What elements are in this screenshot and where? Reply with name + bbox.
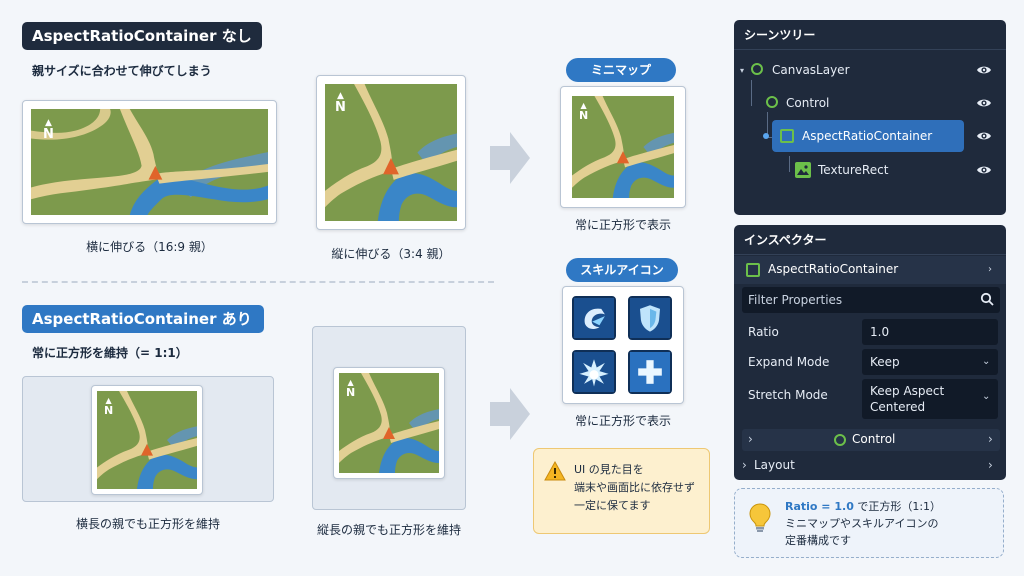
tip-text: Ratio = 1.0 で正方形（1:1） ミニマップやスキルアイコンの 定番構… <box>785 500 942 547</box>
minimap-caption: 常に正方形で表示 <box>574 218 671 232</box>
minimap-pill: ミニマップ <box>566 58 676 82</box>
caption-tall-keep: 縦長の親でも正方形を維持 <box>316 523 461 537</box>
expand-mode-label: Expand Mode <box>748 355 830 369</box>
without-container-subtitle: 親サイズに合わせて伸びてしまう <box>32 64 212 78</box>
chevron-right-icon: › <box>988 432 993 446</box>
scene-tree-title: シーンツリー <box>734 20 1006 50</box>
heal-skill-icon <box>628 350 672 394</box>
control-node-icon <box>834 434 846 446</box>
tree-node-aspectratiocontainer[interactable]: AspectRatioContainer <box>802 129 933 143</box>
tree-node-texturerect[interactable]: TextureRect <box>818 163 889 177</box>
visibility-eye-icon[interactable] <box>976 64 992 76</box>
expand-mode-value: Keep <box>870 355 900 369</box>
inspector-node-header[interactable]: AspectRatioContainer › <box>734 256 1006 284</box>
expand-mode-select[interactable]: Keep ⌄ <box>862 349 998 375</box>
inspector-panel: インスペクター AspectRatioContainer › Filter Pr… <box>734 225 1006 480</box>
section-divider <box>22 281 494 283</box>
north-indicator: ▲N <box>346 378 356 399</box>
tall-stretched-map <box>325 84 457 221</box>
square-container: ▲N <box>333 367 445 479</box>
chevron-right-icon: › <box>742 458 747 472</box>
stretch-mode-select[interactable]: Keep Aspect Centered ⌄ <box>862 379 998 419</box>
scene-tree-panel: シーンツリー ▾ CanvasLayer Control AspectRatio… <box>734 20 1006 215</box>
control-node-icon <box>766 96 778 108</box>
tip-note: Ratio = 1.0 で正方形（1:1） ミニマップやスキルアイコンの 定番構… <box>734 488 1004 558</box>
lightbulb-icon <box>749 503 771 532</box>
visibility-eye-icon[interactable] <box>976 164 992 176</box>
right-arrow-icon <box>490 132 530 184</box>
layout-section-label: Layout <box>754 458 795 472</box>
container-node-icon <box>780 129 794 143</box>
north-indicator: ▲N <box>43 118 54 142</box>
skill-frame <box>562 286 684 404</box>
chevron-right-icon: › <box>988 458 993 472</box>
minimap-map <box>572 96 674 198</box>
wide-parent-frame-keep: ▲N <box>22 376 274 502</box>
caption-wide-keep: 横長の親でも正方形を維持 <box>75 517 220 531</box>
tree-node-aspectratiocontainer-selected[interactable] <box>772 120 964 152</box>
caption-tall-parent: 縦に伸びる（3:4 親） <box>331 247 451 261</box>
visibility-eye-icon[interactable] <box>976 130 992 142</box>
control-section-header[interactable]: › Control › <box>742 429 1000 451</box>
shield-skill-icon <box>628 296 672 340</box>
selection-dot <box>763 133 769 139</box>
warning-icon <box>544 461 566 481</box>
chevron-right-icon: › <box>748 432 753 446</box>
square-map <box>97 391 197 489</box>
warning-text: UI の見た目を 端末や画面比に依存せず 一定に保てます <box>574 463 695 512</box>
square-container: ▲N <box>91 385 203 495</box>
layout-section-header[interactable]: › Layout › <box>734 455 1006 477</box>
north-indicator: ▲N <box>579 101 589 122</box>
visibility-eye-icon[interactable] <box>976 97 992 109</box>
warning-note: UI の見た目を 端末や画面比に依存せず 一定に保てます <box>533 448 710 534</box>
without-container-tag: AspectRatioContainer なし <box>22 22 262 50</box>
skill-caption: 常に正方形で表示 <box>574 414 671 428</box>
chevron-down-icon: ⌄ <box>982 356 991 367</box>
skill-pill: スキルアイコン <box>566 258 678 282</box>
inspector-title: インスペクター <box>734 225 1006 255</box>
control-section-label: Control <box>852 432 896 446</box>
chevron-down-icon: ⌄ <box>982 391 991 402</box>
texture-image-icon <box>795 162 811 178</box>
stretch-mode-value-line2: Centered <box>870 400 926 414</box>
ratio-field[interactable]: 1.0 <box>862 319 998 345</box>
tree-node-control[interactable]: Control <box>786 96 830 110</box>
minimap-frame: ▲N <box>560 86 686 208</box>
wide-stretched-map <box>31 109 268 215</box>
tall-parent-frame-keep: ▲N <box>312 326 466 510</box>
tree-connector <box>789 156 790 172</box>
tree-node-canvaslayer[interactable]: CanvasLayer <box>772 63 850 77</box>
wide-parent-frame: ▲N <box>22 100 277 224</box>
square-map <box>339 373 439 473</box>
container-node-icon <box>746 263 760 277</box>
ratio-label: Ratio <box>748 325 779 339</box>
burst-skill-icon <box>572 350 616 394</box>
with-container-tag: AspectRatioContainer あり <box>22 305 264 333</box>
search-icon[interactable] <box>980 292 994 306</box>
north-indicator: ▲N <box>335 91 346 115</box>
stretch-mode-label: Stretch Mode <box>748 388 828 402</box>
caption-wide-parent: 横に伸びる（16:9 親） <box>86 240 213 254</box>
wind-skill-icon <box>572 296 616 340</box>
chevron-right-icon: › <box>988 264 992 275</box>
with-container-subtitle: 常に正方形を維持（= 1:1） <box>32 346 188 360</box>
canvas-layer-icon <box>751 63 763 75</box>
right-arrow-icon <box>490 388 530 440</box>
tip-highlight: Ratio = 1.0 <box>785 500 854 513</box>
filter-properties-input[interactable]: Filter Properties <box>742 287 1000 313</box>
tree-connector <box>767 112 768 138</box>
collapse-arrow-icon[interactable]: ▾ <box>740 66 745 75</box>
north-indicator: ▲N <box>104 396 114 417</box>
stretch-mode-value-line1: Keep Aspect <box>870 384 945 398</box>
tall-parent-frame: ▲N <box>316 75 466 230</box>
inspector-node-name: AspectRatioContainer <box>768 262 899 276</box>
tree-connector <box>751 80 752 106</box>
filter-placeholder: Filter Properties <box>748 293 843 307</box>
